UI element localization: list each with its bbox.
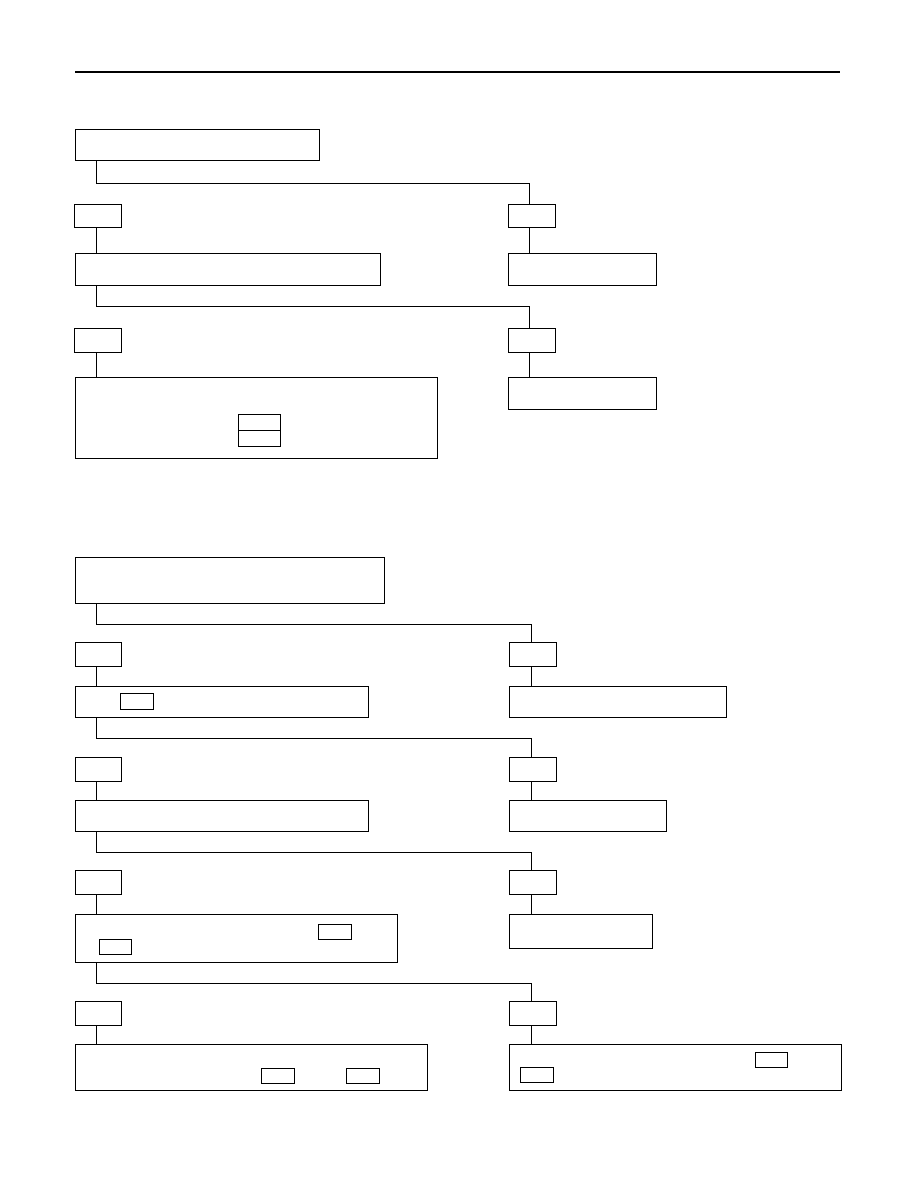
bottom-step2-left-box xyxy=(75,800,369,832)
header-rule xyxy=(75,71,840,73)
bottom-step4-left-inline-tag-a xyxy=(261,1068,295,1084)
bottom-step1-right-box xyxy=(509,686,727,718)
connector xyxy=(96,983,532,984)
bottom-start-box xyxy=(75,557,385,604)
top-branch2-left-tag xyxy=(74,328,122,353)
connector xyxy=(531,667,532,686)
top-branch2-right-tag xyxy=(508,328,556,353)
connector xyxy=(96,228,97,253)
bottom-branch2-right-tag xyxy=(509,757,557,782)
connector xyxy=(96,624,532,625)
connector xyxy=(96,963,97,984)
connector xyxy=(531,895,532,914)
bottom-step4-right-inline-tag-a xyxy=(755,1052,788,1068)
top-branch1-right-tag xyxy=(508,204,556,228)
connector xyxy=(529,183,530,204)
bottom-step3-right-box xyxy=(509,914,653,949)
connector xyxy=(531,852,532,870)
connector xyxy=(531,738,532,757)
bottom-branch3-left-tag xyxy=(75,870,122,895)
bottom-step3-left-inline-tag-b xyxy=(99,939,132,955)
connector xyxy=(96,782,97,800)
bottom-branch4-right-tag xyxy=(509,1001,557,1026)
bottom-step4-right-inline-tag-b xyxy=(520,1067,554,1083)
bottom-branch2-left-tag xyxy=(75,757,122,782)
connector xyxy=(531,782,532,800)
top-step1-right-box xyxy=(508,253,657,286)
top-branch1-left-tag xyxy=(74,204,122,228)
connector xyxy=(96,718,97,739)
bottom-branch1-right-tag xyxy=(509,642,557,667)
connector xyxy=(96,286,97,307)
connector xyxy=(531,983,532,1001)
connector xyxy=(529,228,530,253)
connector xyxy=(96,161,97,184)
top-step1-left-box xyxy=(75,253,381,286)
connector xyxy=(531,1026,532,1044)
connector xyxy=(96,306,530,307)
bottom-step1-left-inline-tag xyxy=(120,693,154,710)
connector xyxy=(96,353,97,377)
connector xyxy=(531,624,532,642)
connector xyxy=(96,604,97,625)
bottom-step2-right-box xyxy=(509,800,667,832)
bottom-step4-right-box xyxy=(509,1044,842,1091)
bottom-branch3-right-tag xyxy=(509,870,557,895)
bottom-step4-left-inline-tag-b xyxy=(346,1068,380,1084)
top-start-box xyxy=(75,129,320,161)
top-step2-left-tag-upper xyxy=(238,414,281,431)
connector xyxy=(96,1026,97,1044)
connector xyxy=(96,183,530,184)
bottom-branch4-left-tag xyxy=(75,1001,122,1026)
top-step2-left-tag-lower xyxy=(238,430,281,447)
connector xyxy=(529,353,530,377)
connector xyxy=(529,306,530,328)
top-step2-right-box xyxy=(508,377,657,410)
connector xyxy=(96,852,532,853)
connector xyxy=(96,738,532,739)
bottom-branch1-left-tag xyxy=(75,642,122,667)
connector xyxy=(96,667,97,686)
connector xyxy=(96,832,97,853)
bottom-step3-left-inline-tag-a xyxy=(318,924,352,940)
connector xyxy=(96,895,97,914)
